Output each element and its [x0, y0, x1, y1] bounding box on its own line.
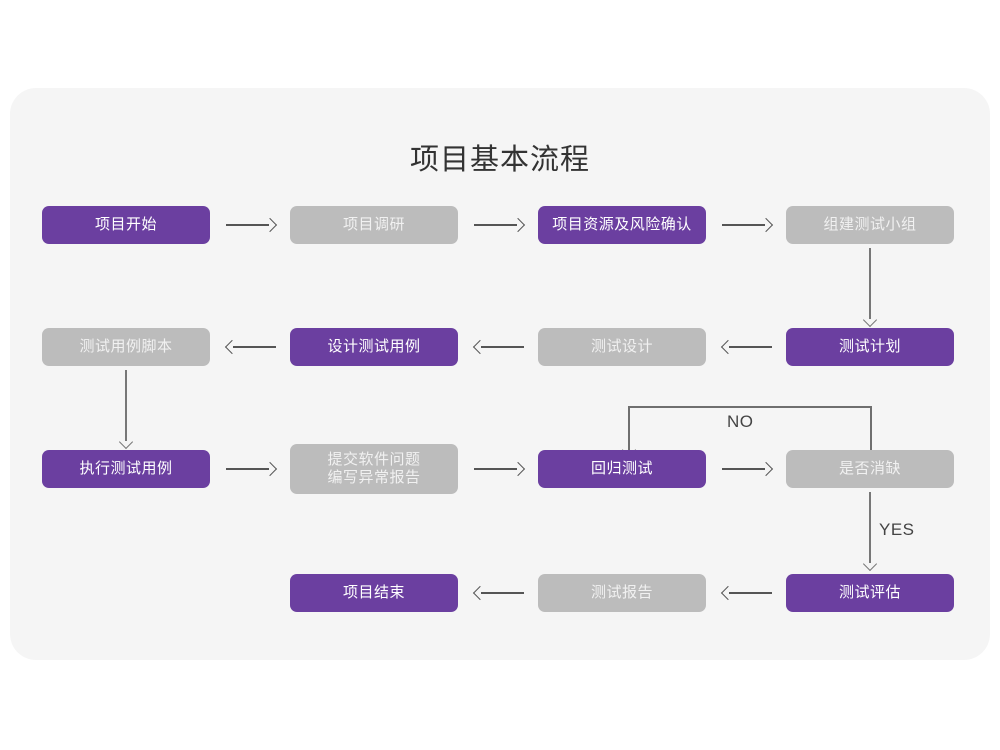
arrow-plan-to-design [720, 339, 772, 354]
node-test-evaluation[interactable]: 测试评估 [786, 574, 954, 612]
arrow-scripts-to-execute [118, 370, 133, 450]
arrow-head-icon [758, 217, 774, 232]
node-project-start[interactable]: 项目开始 [42, 206, 210, 244]
arrow-report-to-end [472, 585, 524, 600]
arrow-head-icon [262, 461, 278, 476]
node-test-report[interactable]: 测试报告 [538, 574, 706, 612]
node-label-line-1: 提交软件问题 [327, 451, 421, 468]
arrow-regression-to-defect-check [722, 461, 774, 476]
arrow-shaft [481, 346, 524, 348]
node-label: 测试用例脚本 [79, 338, 173, 355]
node-label: 测试计划 [838, 338, 901, 355]
node-defect-resolved[interactable]: 是否消缺 [786, 450, 954, 488]
arrow-design-cases-to-scripts [224, 339, 276, 354]
node-resource-risk-confirm[interactable]: 项目资源及风险确认 [538, 206, 706, 244]
node-label: 是否消缺 [838, 460, 901, 477]
node-label: 执行测试用例 [79, 460, 173, 477]
node-test-design[interactable]: 测试设计 [538, 328, 706, 366]
arrow-head-icon [118, 434, 133, 450]
arrow-shaft [233, 346, 276, 348]
node-label: 项目调研 [342, 216, 405, 233]
arrow-head-icon [720, 339, 736, 354]
arrow-shaft [869, 248, 871, 319]
arrow-execute-to-submit [226, 461, 278, 476]
node-form-test-team[interactable]: 组建测试小组 [786, 206, 954, 244]
node-label: 组建测试小组 [823, 216, 917, 233]
arrow-shaft [722, 224, 765, 226]
node-regression-test[interactable]: 回归测试 [538, 450, 706, 488]
arrow-head-icon [510, 217, 526, 232]
arrow-head-icon [862, 556, 877, 572]
arrow-evaluation-to-report [720, 585, 772, 600]
arrow-head-icon [472, 339, 488, 354]
flowchart-canvas: 项目基本流程 项目开始 项目调研 项目资源及风险确认 组建测试小组 测试用例脚本… [10, 88, 990, 660]
node-execute-test-cases[interactable]: 执行测试用例 [42, 450, 210, 488]
node-submit-issue-report[interactable]: 提交软件问题 编写异常报告 [290, 444, 458, 494]
arrow-head-icon [262, 217, 278, 232]
arrow-shaft [474, 224, 517, 226]
arrow-shaft [125, 370, 127, 441]
page-title: 项目基本流程 [409, 144, 590, 176]
arrow-shaft [729, 346, 772, 348]
edge-segment-top-horizontal [628, 406, 871, 408]
arrow-shaft [474, 468, 517, 470]
edge-segment-right-vertical [870, 406, 872, 458]
node-label: 测试报告 [590, 584, 653, 601]
edge-label-no: NO [727, 412, 754, 431]
node-label: 设计测试用例 [327, 338, 421, 355]
arrow-test-design-to-design-cases [472, 339, 524, 354]
arrow-resource-to-team [722, 217, 774, 232]
node-label: 项目资源及风险确认 [552, 216, 692, 233]
arrow-shaft [226, 468, 269, 470]
arrow-research-to-resource [474, 217, 526, 232]
node-test-plan[interactable]: 测试计划 [786, 328, 954, 366]
arrow-shaft [722, 468, 765, 470]
arrow-head-icon [720, 585, 736, 600]
arrow-team-to-plan [862, 248, 877, 328]
node-label: 回归测试 [590, 460, 653, 477]
node-design-test-cases[interactable]: 设计测试用例 [290, 328, 458, 366]
edge-segment-left-vertical [628, 406, 630, 450]
arrow-head-icon [862, 312, 877, 328]
node-label-line-2: 编写异常报告 [327, 469, 421, 486]
arrow-defect-to-evaluation [862, 492, 877, 572]
node-test-case-scripts[interactable]: 测试用例脚本 [42, 328, 210, 366]
edge-label-yes: YES [879, 520, 915, 539]
node-label: 项目结束 [342, 584, 405, 601]
arrow-shaft [729, 592, 772, 594]
arrow-head-icon [472, 585, 488, 600]
arrow-submit-to-regression [474, 461, 526, 476]
node-project-research[interactable]: 项目调研 [290, 206, 458, 244]
arrow-shaft [481, 592, 524, 594]
node-project-end[interactable]: 项目结束 [290, 574, 458, 612]
node-label: 项目开始 [94, 216, 157, 233]
arrow-head-icon [510, 461, 526, 476]
arrow-start-to-research [226, 217, 278, 232]
arrow-head-icon [224, 339, 240, 354]
arrow-head-icon [758, 461, 774, 476]
arrow-shaft [226, 224, 269, 226]
node-label: 测试设计 [590, 338, 653, 355]
node-label: 测试评估 [838, 584, 901, 601]
edge-no-loop [610, 406, 890, 458]
arrow-shaft [869, 492, 871, 563]
